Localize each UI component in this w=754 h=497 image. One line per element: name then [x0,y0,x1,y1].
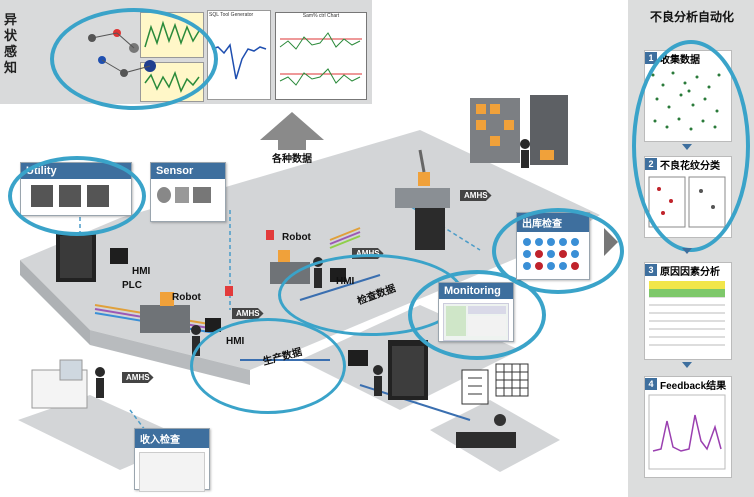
anomaly-cluster-icon [62,18,182,98]
incoming-card: 收入检查 [134,428,210,492]
anomaly-side-label: 异状感知 [4,12,18,75]
analysis-ellipse [632,40,750,252]
utility-ellipse [8,156,146,236]
incoming-screen [139,452,205,492]
step-4-label: Feedback结果 [660,380,727,392]
feedback-chart-icon [648,394,726,470]
production-ellipse [190,318,346,414]
outgoing-ellipse [492,208,624,294]
flow-arrow-3-icon [682,362,692,368]
grid-icon [495,363,529,397]
monitoring-ellipse [408,270,546,360]
step-1-num: 1 [645,52,657,64]
upload-label: 各种数据 [272,154,312,165]
tool-chart-title: SQL Tool Generator [209,12,254,18]
alarm-light-1 [225,286,233,296]
control-chart-title: Sam% ctrl Chart [302,13,340,19]
upload-arrow-icon [260,112,324,150]
server-rack-3 [415,205,445,250]
amhs-tag-1: AMHS [122,372,154,383]
right-panel-title: 不良分析自动化 [649,10,734,24]
sensor-icon-1 [157,187,171,203]
alarm-light-2 [266,230,274,240]
checklist-icon [461,369,489,405]
robot-label-2: Robot [282,232,311,243]
anomaly-highlight-ellipse [50,8,218,110]
control-chart: Sam% ctrl Chart [275,12,367,100]
amhs-tag-4: AMHS [460,190,492,201]
step-4-num: 4 [645,378,657,390]
incoming-title: 收入检查 [135,429,209,448]
robot-station-1 [140,292,190,333]
flow-arrow-2-icon [682,248,692,254]
robot-station-3 [395,149,450,208]
step-3-label: 原因因素分析 [660,266,720,278]
cause-table-icon [649,281,725,346]
sensor-title: Sensor [151,163,225,179]
truck-icon [31,359,88,409]
robot-label-1: Robot [172,292,201,303]
step-3-num: 3 [645,264,657,276]
sensor-icon-2 [175,187,189,203]
hmi-monitor-1 [110,248,128,264]
office-desk [456,414,516,448]
plc-label: PLC [122,280,142,291]
sensor-card: Sensor [150,162,226,222]
warehouse-shelf [470,95,568,165]
amhs-tag-2: AMHS [232,308,264,319]
server-rack-1 [56,232,96,282]
server-rack-2 [388,340,428,400]
hmi-label-1: HMI [132,266,151,277]
sensor-icon-3 [193,187,211,203]
network-lines [79,199,481,431]
monitor-4 [348,350,368,366]
